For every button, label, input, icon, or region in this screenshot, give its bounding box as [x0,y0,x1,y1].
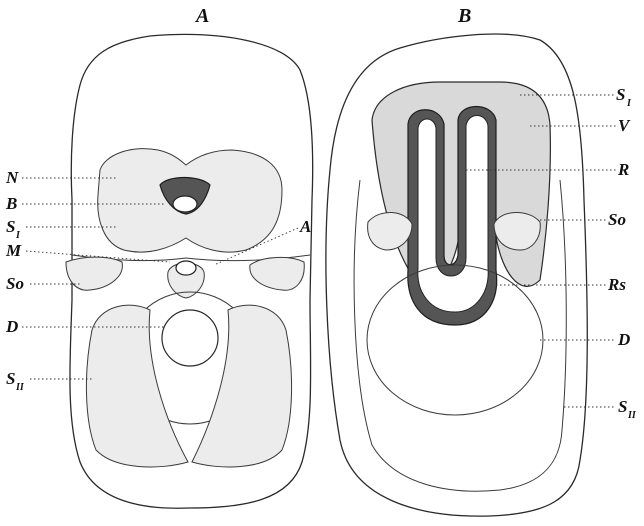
panel-a-digestive-lumen [162,310,218,366]
label-b-rs: Rs [607,275,626,294]
label-a-d: D [5,317,18,336]
panel-a-right-flap [250,257,304,290]
label-b-s2: S [618,397,627,416]
label-a-b: B [5,194,17,213]
label-b-s1: S [616,85,625,104]
label-b-d: D [617,330,630,349]
label-a-s1: S [6,217,15,236]
panel-a-drawing [66,34,313,508]
panel-a-left-flap [66,257,122,290]
label-a-s2-sub: II [15,382,25,393]
label-a-s1-sub: I [15,230,21,241]
panel-a-title: A [194,5,209,27]
label-a-m: M [5,241,22,260]
panel-a-vessel [176,261,196,275]
label-b-s1-sub: I [626,98,632,109]
label-a-a: A [299,217,311,236]
panel-a-neural-lumen [173,196,197,212]
label-a-so: So [6,274,24,293]
label-a-s2: S [6,369,15,388]
label-b-r: R [617,160,629,179]
label-b-v: V [618,116,631,135]
panel-b-title: B [457,5,471,27]
label-b-so: So [608,210,626,229]
label-a-n: N [5,168,19,187]
panel-b-drawing [326,34,587,516]
label-b-s2-sub: II [627,410,637,421]
